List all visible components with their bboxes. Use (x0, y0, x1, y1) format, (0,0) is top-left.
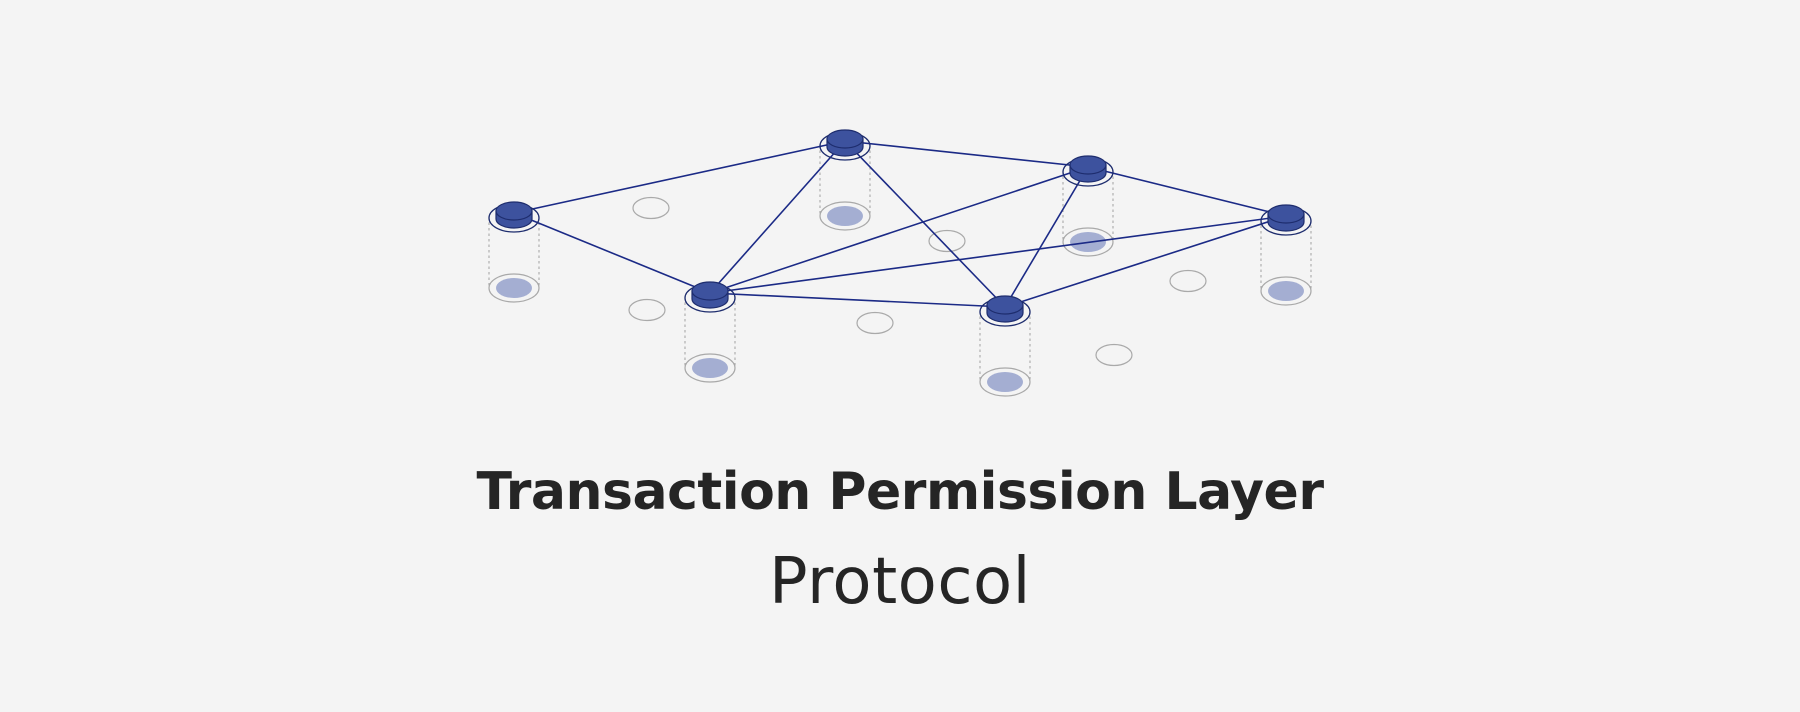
link-n3-n4 (709, 166, 1089, 294)
link-n2-n5 (844, 140, 1006, 308)
node-shadow-n5 (987, 372, 1023, 392)
node-shadow-ring-n6 (1260, 276, 1312, 306)
ghost-node-ring-5 (856, 311, 894, 335)
ghost-node-ring-3 (1169, 269, 1207, 293)
network-node-n3 (1062, 155, 1114, 187)
diagram-title: Transaction Permission Layer (476, 462, 1324, 522)
ghost-node-ring-6 (1095, 343, 1133, 367)
node-shadow-ring-n4 (684, 353, 736, 383)
link-n4-n5 (709, 292, 1006, 308)
node-shadow-n1 (496, 278, 532, 298)
link-n1-n2 (513, 140, 846, 214)
link-n3-n6 (1087, 166, 1287, 217)
link-n4-n6 (709, 215, 1287, 294)
link-n2-n3 (844, 140, 1089, 168)
link-n5-n6 (1004, 215, 1287, 308)
network-node-n4 (684, 281, 736, 313)
node-shadow-ring-n5 (979, 367, 1031, 397)
node-shadow-n2 (827, 206, 863, 226)
network-node-n6 (1260, 204, 1312, 236)
network-node-n1 (488, 201, 540, 233)
network-node-n5 (979, 295, 1031, 327)
node-shadow-ring-n2 (819, 201, 871, 231)
link-n3-n5 (1004, 166, 1089, 308)
node-shadow-ring-n3 (1062, 227, 1114, 257)
ghost-node-ring-4 (628, 298, 666, 322)
ghost-node-ring-2 (928, 229, 966, 253)
link-n1-n4 (513, 212, 711, 294)
node-shadow-ring-n1 (488, 273, 540, 303)
node-shadow-n4 (692, 358, 728, 378)
diagram-subtitle: Protocol (769, 545, 1031, 619)
link-n2-n4 (709, 140, 846, 294)
node-shadow-n6 (1268, 281, 1304, 301)
ghost-node-ring-1 (632, 196, 670, 220)
network-node-n2 (819, 129, 871, 161)
